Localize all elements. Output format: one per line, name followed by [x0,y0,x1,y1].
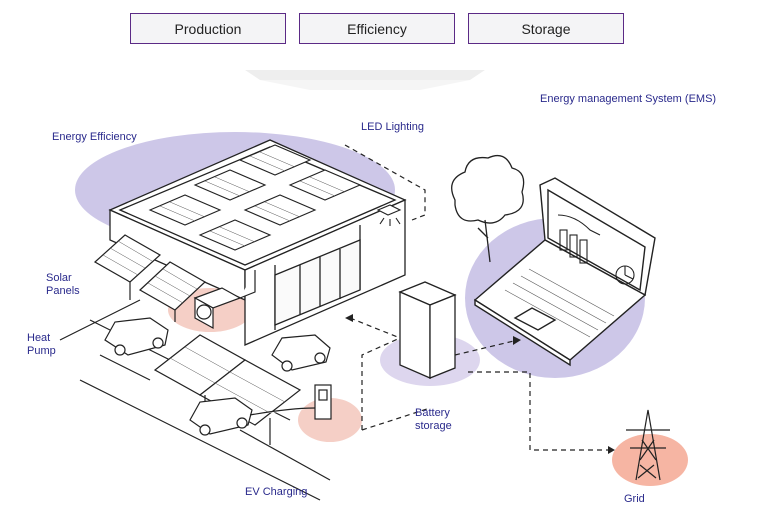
carport-panels [153,334,302,445]
heat-pump [193,270,256,330]
roof-solar-panels [148,144,362,251]
label-ems: Energy management System (EMS) [540,93,717,105]
ev-charger [249,384,332,420]
label-solar-panels: Solar Panels [46,272,80,297]
tree [451,154,525,263]
tab-pointer [245,70,485,80]
label-battery-storage: Battery storage [415,407,452,432]
battery-cabinet [398,281,457,379]
led-lamp [376,204,402,226]
tab-efficiency[interactable]: Efficiency [299,13,455,44]
connectors [344,144,612,451]
label-grid: Grid [624,493,645,505]
tab-production[interactable]: Production [130,13,286,44]
label-ev-charging: EV Charging [245,486,308,498]
grid-pylon [626,409,670,481]
label-led-lighting: LED Lighting [361,121,424,133]
label-energy-efficiency: Energy Efficiency [52,131,137,143]
label-heat-pump: Heat Pump [27,332,56,357]
dashboard-chart [557,214,635,285]
tab-storage[interactable]: Storage [468,13,624,44]
arrow-head [345,314,353,322]
cars [104,317,331,436]
ev-charger-highlight [298,398,362,442]
grid-highlight [612,434,688,486]
